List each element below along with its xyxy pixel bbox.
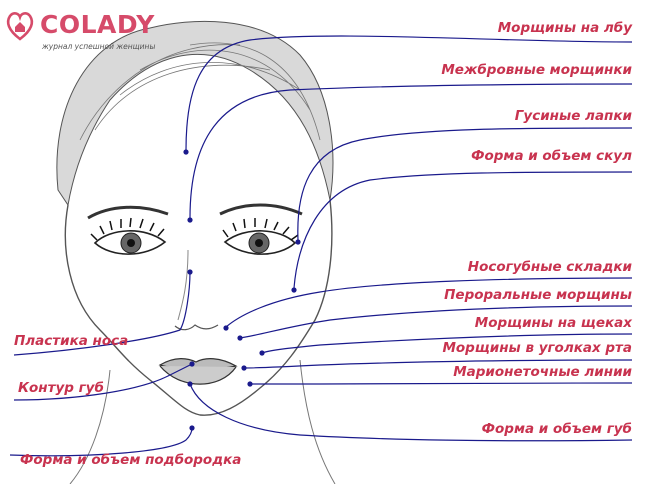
point-forehead: [183, 149, 189, 155]
point-cheekbones: [291, 287, 297, 293]
leader-cheekbones: [293, 171, 633, 289]
point-crows-feet: [295, 239, 301, 245]
label-cheek-wrinkles: Морщины на щеках: [474, 315, 632, 331]
brand-name: COLADY: [40, 10, 155, 39]
label-lip-volume: Форма и объем губ: [481, 421, 632, 437]
label-cheekbones: Форма и объем скул: [471, 148, 632, 164]
label-lip-contour: Контур губ: [18, 380, 104, 396]
label-mouth-corners: Морщины в уголках рта: [442, 340, 632, 356]
point-cheek-wrinkles: [259, 350, 265, 356]
label-marionette: Марионеточные линии: [453, 364, 632, 380]
label-nasolabial: Носогубные складки: [467, 259, 632, 275]
leader-perioral: [239, 305, 633, 339]
leader-crows-feet: [297, 127, 633, 241]
label-crows-feet: Гусиные лапки: [514, 108, 632, 124]
leader-glabella: [189, 83, 633, 219]
point-nasolabial: [223, 325, 229, 331]
label-nose: Пластика носа: [14, 333, 129, 349]
point-perioral: [237, 335, 243, 341]
leader-mouth-corners: [243, 359, 633, 369]
point-lip-contour: [189, 361, 195, 367]
label-forehead: Морщины на лбу: [497, 20, 632, 36]
leader-lip-volume: [189, 383, 633, 442]
leader-lip-contour: [13, 363, 193, 401]
leader-nasolabial: [225, 277, 633, 328]
leader-chin: [9, 427, 193, 457]
point-marionette: [247, 381, 253, 387]
point-glabella: [187, 217, 193, 223]
heart-house-icon: [6, 12, 34, 41]
leader-nose: [13, 271, 191, 356]
label-glabella: Межбровные морщинки: [441, 62, 632, 78]
leader-forehead: [185, 35, 633, 151]
leader-cheek-wrinkles: [261, 333, 633, 354]
point-chin: [189, 425, 195, 431]
point-mouth-corners: [241, 365, 247, 371]
label-perioral: Пероральные морщины: [444, 287, 632, 303]
brand-logo[interactable]: COLADY журнал успешной женщины: [4, 6, 164, 52]
point-lip-volume: [187, 381, 193, 387]
point-nose: [187, 269, 193, 275]
label-chin: Форма и объем подбородка: [20, 452, 242, 468]
brand-tagline: журнал успешной женщины: [42, 42, 156, 51]
leader-marionette: [250, 382, 633, 385]
